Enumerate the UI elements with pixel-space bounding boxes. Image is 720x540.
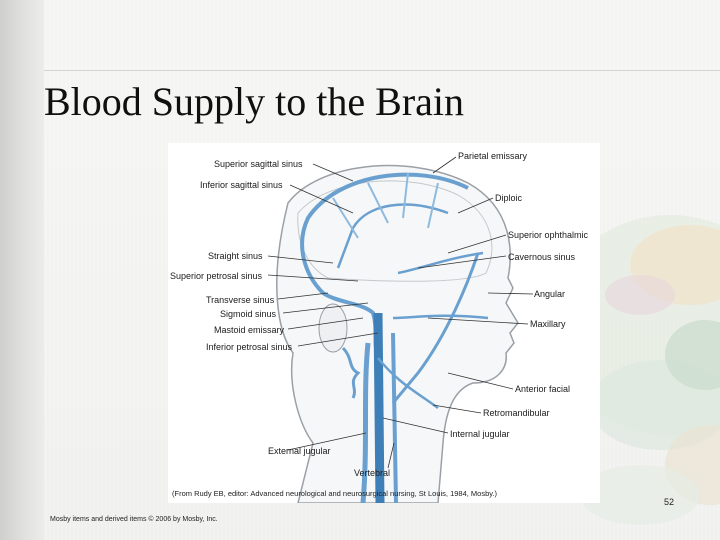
label-retromandibular: Retromandibular: [483, 408, 550, 418]
figure-credit: (From Rudy EB, editor: Advanced neurolog…: [172, 489, 498, 498]
label-superior-ophthalmic: Superior ophthalmic: [508, 230, 589, 240]
title-rule: [44, 70, 720, 71]
skull-outline: [297, 180, 493, 282]
leader-lines: [267, 156, 534, 469]
label-cavernous-sinus: Cavernous sinus: [508, 252, 576, 262]
label-external-jugular: External jugular: [268, 446, 331, 456]
label-diploic: Diploic: [495, 193, 523, 203]
label-superior-petrosal-sinus: Superior petrosal sinus: [170, 271, 263, 281]
left-margin-bar: [0, 0, 44, 540]
label-superior-sagittal-sinus: Superior sagittal sinus: [214, 159, 303, 169]
diploic-vessels: [332, 172, 439, 239]
internal-jugular-vessel: [373, 312, 385, 503]
maxillary-vessel: [392, 314, 489, 320]
label-transverse-sinus: Transverse sinus: [206, 295, 275, 305]
label-anterior-facial: Anterior facial: [515, 384, 570, 394]
label-sigmoid-sinus: Sigmoid sinus: [220, 309, 277, 319]
inferior-sagittal-sinus-vessel: [336, 203, 449, 269]
cavernous-vessel: [397, 251, 484, 275]
label-internal-jugular: Internal jugular: [450, 429, 510, 439]
vertebral-vessel: [391, 332, 398, 503]
ear-outline: [318, 303, 348, 353]
label-straight-sinus: Straight sinus: [208, 251, 263, 261]
label-parietal-emissary: Parietal emissary: [458, 151, 528, 161]
label-inferior-petrosal-sinus: Inferior petrosal sinus: [206, 342, 293, 352]
superior-sagittal-sinus-vessel: [300, 172, 469, 295]
label-mastoid-emissary: Mastoid emissary: [214, 325, 285, 335]
label-maxillary: Maxillary: [530, 319, 566, 329]
anterior-facial-vessel: [391, 252, 480, 404]
label-vertebral: Vertebral: [354, 468, 390, 478]
head-venous-diagram: Superior sagittal sinus Inferior sagitta…: [168, 143, 600, 503]
external-jugular-vessel: [360, 342, 371, 503]
copyright-footer: Mosby items and derived items © 2006 by …: [50, 516, 218, 523]
retromandibular-vessel: [377, 357, 439, 410]
page-number: 52: [664, 497, 675, 507]
label-inferior-sagittal-sinus: Inferior sagittal sinus: [200, 180, 283, 190]
label-angular: Angular: [534, 289, 565, 299]
pterygoid-plexus: [341, 346, 361, 399]
page-title: Blood Supply to the Brain: [44, 79, 464, 124]
